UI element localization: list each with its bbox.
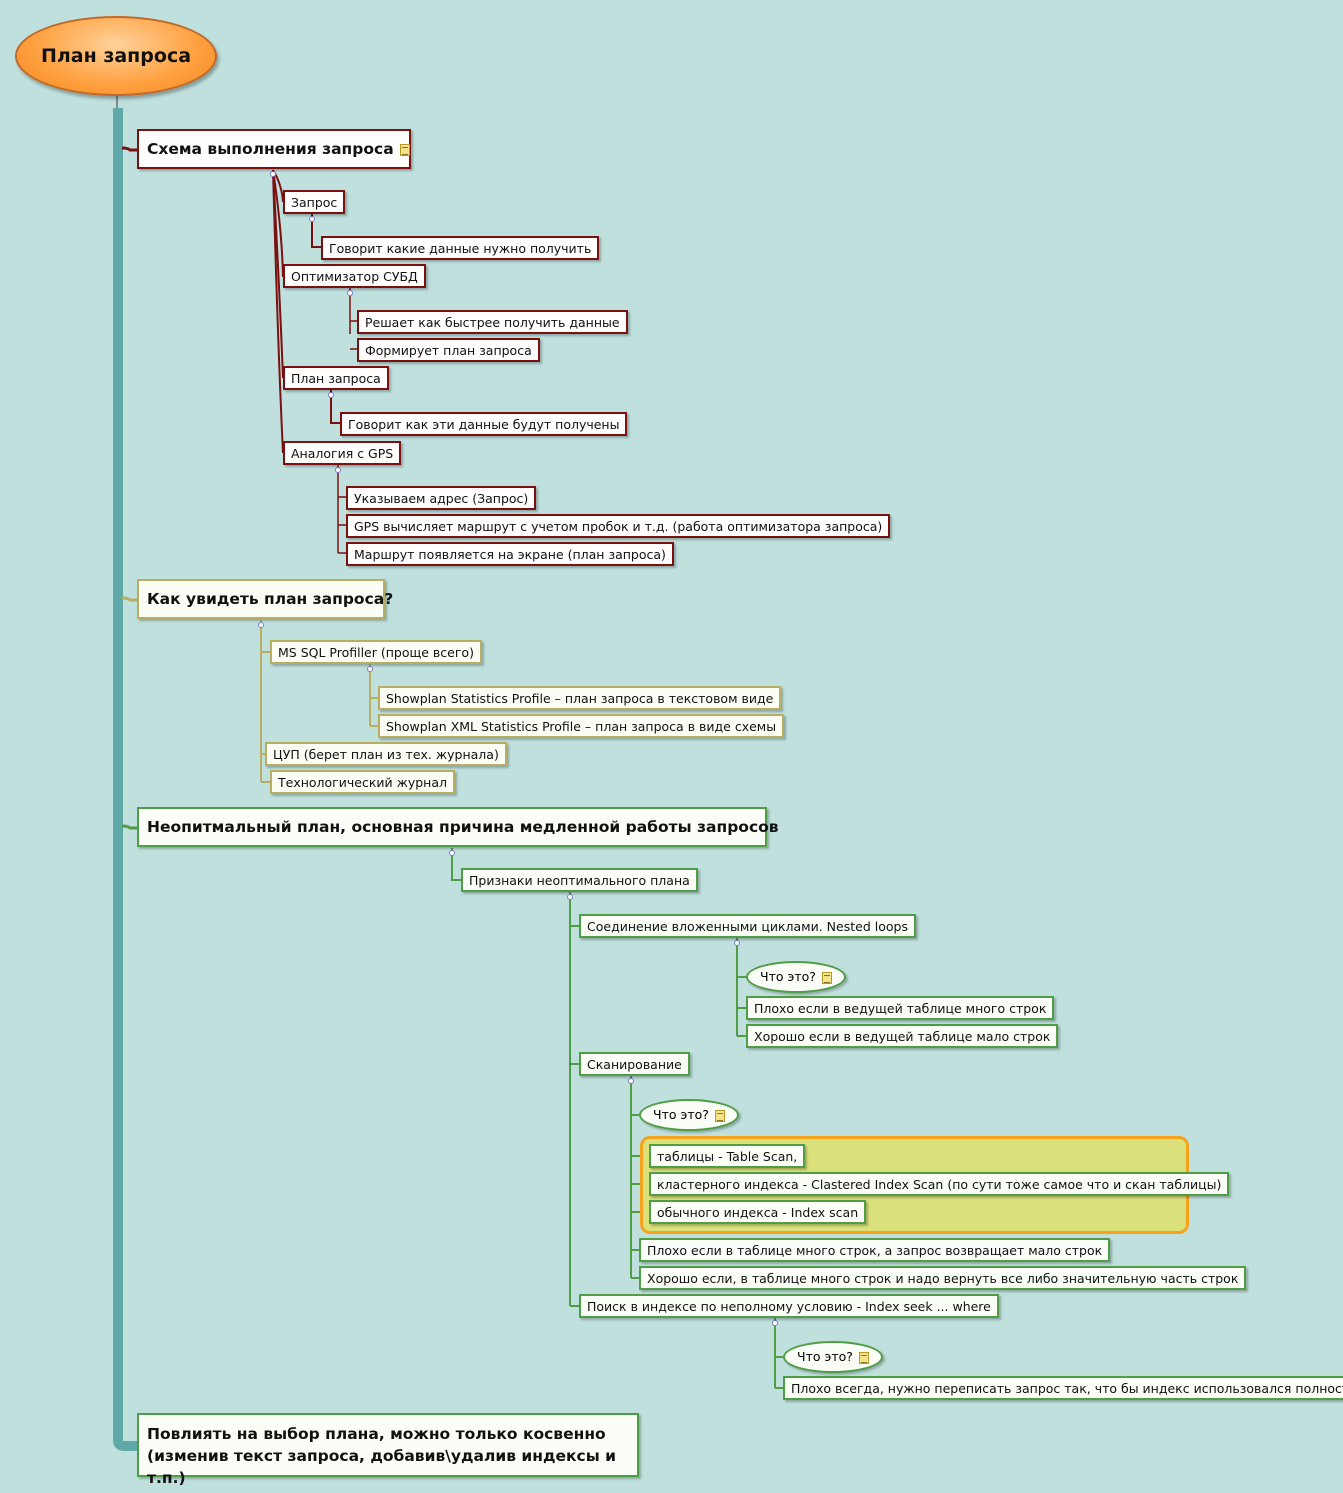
topic-line-2: (изменив текст запроса, добавив\удалив и… <box>147 1447 617 1487</box>
branch-schema-topic[interactable]: Схема выполнения запроса <box>137 129 411 169</box>
collapse-dot[interactable] <box>449 850 455 856</box>
topic-gps[interactable]: Аналогия с GPS <box>283 441 402 465</box>
topic-label: Что это? <box>797 1349 853 1364</box>
topic-nested-loops[interactable]: Соединение вложенными циклами. Nested lo… <box>579 914 916 938</box>
branch-nonoptimal-topic[interactable]: Неопитмальный план, основная причина мед… <box>137 807 779 847</box>
topic-optimizer[interactable]: Оптимизатор СУБД <box>283 264 426 288</box>
topic-gps-2[interactable]: GPS вычисляет маршрут с учетом пробок и … <box>346 514 891 538</box>
topic-tsup[interactable]: ЦУП (берет план из тех. журнала) <box>265 742 507 766</box>
topic-table-scan[interactable]: таблицы - Table Scan, <box>649 1144 806 1168</box>
topic-gps-1[interactable]: Указываем адрес (Запрос) <box>346 486 537 510</box>
topic-profiler[interactable]: MS SQL Profiller (проще всего) <box>270 640 482 664</box>
topic-gps-3[interactable]: Маршрут появляется на экране (план запро… <box>346 542 674 566</box>
topic-query-desc[interactable]: Говорит какие данные нужно получить <box>321 236 600 260</box>
collapse-dot[interactable] <box>328 392 334 398</box>
topic-showplan-xml[interactable]: Showplan XML Statistics Profile – план з… <box>378 714 785 738</box>
collapse-dot[interactable] <box>628 1078 634 1084</box>
topic-optimizer-desc-1[interactable]: Решает как быстрее получить данные <box>357 310 628 334</box>
collapse-dot[interactable] <box>347 290 353 296</box>
root-topic[interactable]: План запроса <box>15 16 217 96</box>
topic-index-scan[interactable]: обычного индекса - Index scan <box>649 1200 867 1224</box>
topic-what-is-it-3[interactable]: Что это? <box>783 1341 883 1373</box>
topic-plan[interactable]: План запроса <box>283 366 389 390</box>
note-icon[interactable] <box>714 1109 725 1122</box>
topic-what-is-it-2[interactable]: Что это? <box>639 1099 739 1131</box>
topic-nested-bad[interactable]: Плохо если в ведущей таблице много строк <box>746 996 1055 1020</box>
topic-label: Что это? <box>653 1107 709 1122</box>
collapse-dot[interactable] <box>772 1320 778 1326</box>
note-icon[interactable] <box>399 143 410 156</box>
collapse-dot[interactable] <box>734 940 740 946</box>
topic-showplan-text[interactable]: Showplan Statistics Profile – план запро… <box>378 686 782 710</box>
collapse-dot[interactable] <box>335 467 341 473</box>
topic-clustered-scan[interactable]: кластерного индекса - Clastered Index Sc… <box>649 1172 1230 1196</box>
topic-query[interactable]: Запрос <box>283 190 346 214</box>
collapse-dot[interactable] <box>258 622 264 628</box>
topic-label: Схема выполнения запроса <box>147 140 394 158</box>
branch-how-to-see-topic[interactable]: Как увидеть план запроса? <box>137 579 393 619</box>
topic-tech-log[interactable]: Технологический журнал <box>270 770 456 794</box>
topic-line-1: Повлиять на выбор плана, можно только ко… <box>147 1425 606 1443</box>
topic-scan-good[interactable]: Хорошо если, в таблице много строк и над… <box>639 1266 1247 1290</box>
topic-plan-desc[interactable]: Говорит как эти данные будут получены <box>340 412 628 436</box>
topic-nested-good[interactable]: Хорошо если в ведущей таблице мало строк <box>746 1024 1059 1048</box>
topic-scan-bad[interactable]: Плохо если в таблице много строк, а запр… <box>639 1238 1111 1262</box>
collapse-dot[interactable] <box>309 216 315 222</box>
topic-optimizer-desc-2[interactable]: Формирует план запроса <box>357 338 540 362</box>
topic-label: Что это? <box>760 969 816 984</box>
collapse-dot[interactable] <box>270 171 276 177</box>
topic-what-is-it-1[interactable]: Что это? <box>746 961 846 993</box>
topic-scan[interactable]: Сканирование <box>579 1052 690 1076</box>
branch-influence-topic[interactable]: Повлиять на выбор плана, можно только ко… <box>137 1413 639 1487</box>
topic-seek-bad[interactable]: Плохо всегда, нужно переписать запрос та… <box>783 1376 1343 1400</box>
note-icon[interactable] <box>858 1351 869 1364</box>
collapse-dot[interactable] <box>367 666 373 672</box>
collapse-dot[interactable] <box>567 894 573 900</box>
topic-index-seek[interactable]: Поиск в индексе по неполному условию - I… <box>579 1294 999 1318</box>
note-icon[interactable] <box>821 971 832 984</box>
topic-signs[interactable]: Признаки неоптимального плана <box>461 868 698 892</box>
